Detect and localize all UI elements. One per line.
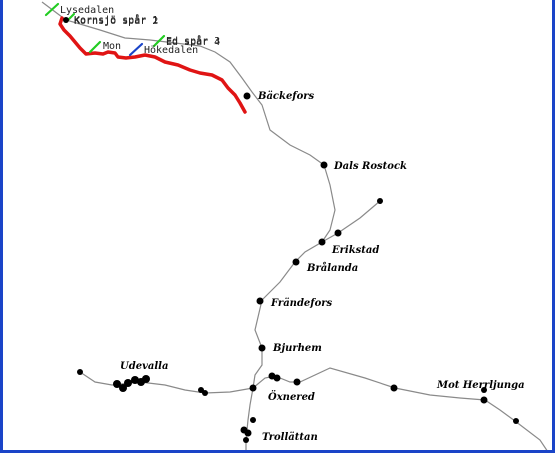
station-labels: Lysedalen Kornsjö spår 1 Kornsjö spår 2 … [60,5,220,56]
place-bralanda: Brålanda [306,262,358,274]
rail-udevalla-line [79,371,254,394]
station-dot[interactable] [243,437,249,443]
station-dots [63,17,519,443]
station-dot[interactable] [142,375,150,383]
station-dot[interactable] [318,238,326,246]
signal-lysedalen-icon[interactable] [44,2,60,17]
frame-bottom-border [0,450,555,453]
station-dot[interactable] [390,384,398,392]
station-dot[interactable] [119,384,127,392]
station-dot[interactable] [273,374,281,382]
signal-mon-icon[interactable] [88,40,102,54]
station-label-ed-4[interactable]: Ed spår 4 [166,35,220,48]
place-erikstad: Erikstad [331,245,379,256]
station-dot[interactable] [377,198,383,204]
place-mot-herrljunga: Mot Herrljunga [436,380,525,391]
station-label-lysedalen[interactable]: Lysedalen [60,5,114,16]
place-udevalla: Udevalla [120,361,168,372]
place-bjurhem: Bjurhem [272,343,322,354]
station-dot[interactable] [480,396,488,404]
station-dot[interactable] [77,369,83,375]
station-dot[interactable] [244,429,252,437]
place-trollattan: Trollättan [262,432,318,443]
rail-main-line [41,1,336,389]
station-dot[interactable] [481,387,487,393]
station-dot[interactable] [513,418,519,424]
frame-right-border [552,0,555,453]
station-label-hokedalen[interactable]: Hökedalen [144,45,198,56]
station-label-mon[interactable]: Mon [103,41,121,52]
station-dot[interactable] [249,384,257,392]
station-dot[interactable] [334,229,342,237]
station-dot[interactable] [258,344,266,352]
signal-hokedalen-icon[interactable] [128,42,144,57]
frame-left-border [0,0,3,453]
place-frandefors: Frändefors [270,298,333,309]
station-dot[interactable] [63,17,69,23]
station-label-kornsjo-1[interactable]: Kornsjö spår 1 [74,13,158,26]
place-oxnered: Öxnered [268,390,315,403]
station-dot[interactable] [250,417,256,423]
station-label-ed-3[interactable]: Ed spår 3 [166,34,220,47]
station-dot[interactable] [124,379,132,387]
place-backefors: Bäckefors [257,91,315,102]
station-dot[interactable] [320,161,328,169]
station-dot[interactable] [113,380,121,388]
station-label-kornsjo-2[interactable]: Kornsjö spår 2 [74,14,158,27]
station-dot[interactable] [293,378,301,386]
rail-trollattan-line [245,387,254,453]
station-dot[interactable] [202,390,208,396]
station-dot[interactable] [292,258,300,266]
signal-ed-icon[interactable] [152,34,166,48]
rail-erikstad-branch [321,200,381,243]
place-dals-rostock: Dals Rostock [333,161,407,172]
station-dot[interactable] [243,92,251,100]
active-route [58,16,247,114]
station-dot[interactable] [256,297,264,305]
place-labels: Bäckefors Dals Rostock Erikstad Brålanda… [120,91,525,443]
